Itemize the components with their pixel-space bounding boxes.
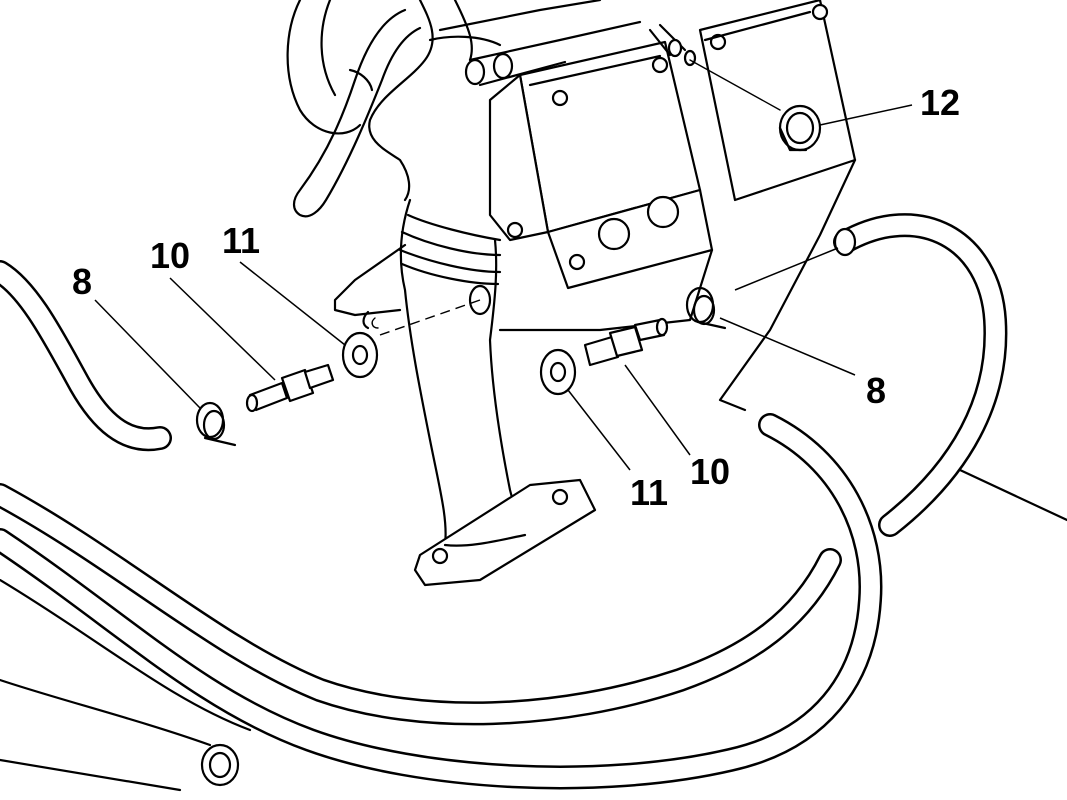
intake-pipe	[333, 198, 597, 587]
carburetor-assembly	[286, 0, 857, 412]
spring-clip-right	[685, 286, 727, 330]
callout-11-right: 11	[630, 472, 668, 513]
nipple-fitting-right	[583, 317, 669, 367]
washer-left	[341, 331, 379, 379]
hoses	[0, 213, 1067, 792]
spring-clip-left	[195, 401, 237, 447]
callout-11-left: 11	[222, 220, 260, 261]
callout-10-right: 10	[690, 451, 730, 492]
callout-8-right: 8	[866, 370, 886, 411]
callout-8-left: 8	[72, 261, 92, 302]
washer-right	[539, 348, 577, 396]
callout-12: 12	[920, 82, 960, 123]
hose-clamp-12	[778, 104, 822, 152]
nipple-fitting-left	[245, 363, 335, 413]
callout-10-left: 10	[150, 235, 190, 276]
leader-lines	[94, 104, 913, 471]
